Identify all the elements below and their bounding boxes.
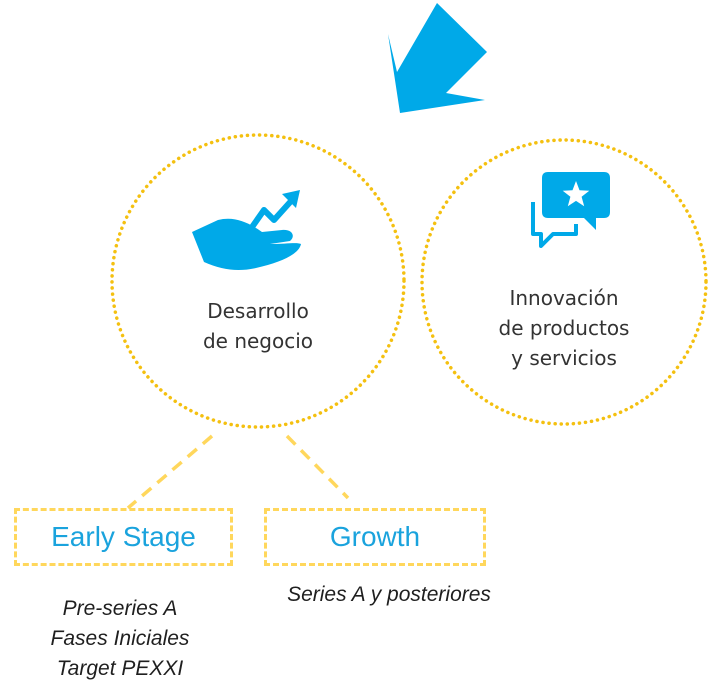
big-arrow-icon [388,3,487,113]
early-detail-3: Target PEXXI [56,657,184,680]
growth-label: Growth [329,521,421,552]
connector-growth [285,434,350,500]
early-stage-box: Early Stage [14,508,233,566]
connector-early [126,434,214,510]
innovation-label-line-2: de productos [498,316,630,340]
business-label-line-2: de negocio [202,329,314,353]
innovation-circle-label: Innovación de productos y servicios [474,283,654,373]
growth-detail-1: Series A y posteriores [287,583,491,606]
growth-details: Series A y posteriores [254,580,524,610]
early-stage-details: Pre-series A Fases Iniciales Target PEXX… [8,594,232,684]
growth-box: Growth [264,508,486,566]
innovation-label-line-1: Innovación [509,286,619,310]
early-detail-1: Pre-series A [62,597,178,620]
hand-growth-icon [192,190,301,270]
business-circle [110,133,406,429]
innovation-label-line-3: y servicios [511,346,617,370]
early-detail-2: Fases Iniciales [50,627,190,650]
chat-star-icon [531,172,610,248]
business-circle-label: Desarrollo de negocio [168,296,348,356]
business-label-line-1: Desarrollo [207,299,309,323]
early-stage-label: Early Stage [51,521,196,552]
innovation-circle [420,138,708,426]
